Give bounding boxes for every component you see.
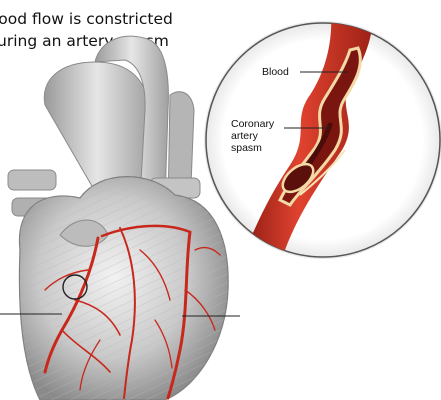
label-blood: Blood bbox=[262, 66, 289, 78]
label-spasm-line-3: spasm bbox=[231, 142, 274, 154]
label-spasm-line-2: artery bbox=[231, 130, 274, 142]
heart-body bbox=[19, 177, 228, 400]
label-spasm-line-1: Coronary bbox=[231, 118, 274, 130]
label-coronary-artery-spasm: Coronary artery spasm bbox=[231, 118, 274, 154]
